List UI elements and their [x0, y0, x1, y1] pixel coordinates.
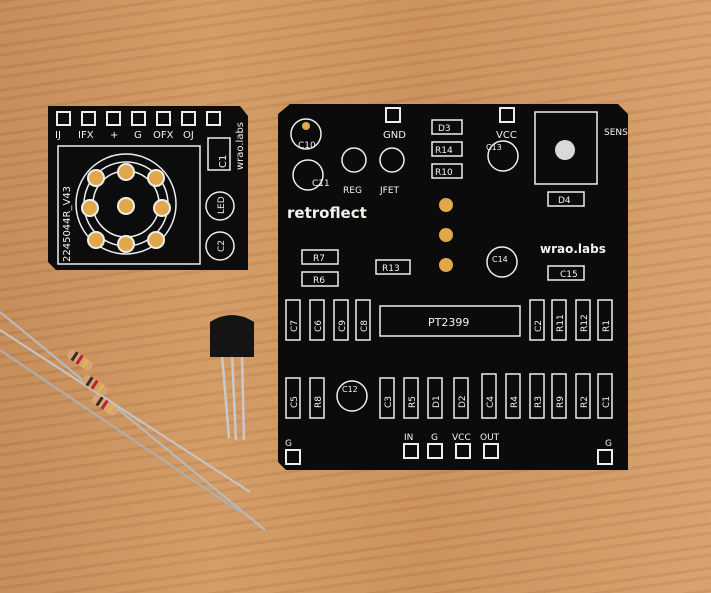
label-r13: R13 [382, 264, 400, 274]
label-vcc: VCC [496, 130, 517, 141]
label-r12: R12 [580, 314, 590, 332]
label-c7: C7 [290, 320, 300, 332]
pad-label-g-left: G [285, 439, 292, 449]
label-c11: C11 [312, 179, 330, 189]
label-c3: C3 [384, 396, 394, 408]
label-r9: R9 [556, 396, 566, 408]
resistor-3 [92, 394, 118, 416]
label-c15: C15 [560, 270, 578, 280]
label-r11: R11 [556, 314, 566, 332]
label-r4: R4 [510, 396, 520, 408]
small-pcb-pin-pads [56, 111, 221, 126]
label-c6: C6 [314, 320, 324, 332]
label-c5: C5 [290, 396, 300, 408]
label-r1: R1 [602, 320, 612, 332]
small-cap-label-c1: C1 [218, 155, 229, 168]
chip-label: PT2399 [428, 316, 469, 329]
board-title: retroflect [287, 204, 367, 222]
label-r14: R14 [435, 146, 453, 156]
label-r3: R3 [534, 396, 544, 408]
small-pin-label-ofx: OFX [153, 130, 174, 141]
main-pcb: GND VCC D3 R14 R10 C10 C11 REG JFET C13 … [278, 104, 628, 470]
label-jfet: JFET [379, 186, 400, 196]
label-c12: C12 [342, 385, 358, 394]
label-sens: SENS [604, 128, 628, 138]
label-c13: C13 [486, 143, 502, 152]
pad-label-g: G [431, 433, 438, 443]
label-r8: R8 [314, 396, 324, 408]
small-pcb: IJ IFX + G OFX OJ 2245044R_V43 C1 wrao.l… [48, 106, 248, 270]
board-brand: wrao.labs [540, 242, 606, 256]
label-c4: C4 [486, 396, 496, 408]
label-c1: C1 [602, 396, 612, 408]
label-r6: R6 [313, 276, 325, 286]
pad-label-in: IN [404, 433, 413, 443]
label-c14: C14 [492, 255, 508, 264]
small-board-code: 2245044R_V43 [62, 186, 73, 262]
label-d1: D1 [432, 395, 442, 408]
label-c2: C2 [534, 320, 544, 332]
transistor [210, 315, 254, 441]
small-pin-label-ij: IJ [55, 130, 61, 141]
pad-label-g-right: G [605, 439, 612, 449]
small-pin-label-g: G [134, 130, 142, 141]
resistor-2 [82, 374, 108, 396]
small-pin-label-oj: OJ [183, 130, 194, 141]
label-d4: D4 [558, 196, 571, 206]
pad-label-out: OUT [480, 433, 500, 443]
label-r5: R5 [408, 396, 418, 408]
label-r10: R10 [435, 168, 453, 178]
label-c8: C8 [360, 320, 370, 332]
label-gnd: GND [383, 130, 406, 141]
label-d2: D2 [458, 395, 468, 408]
label-r7: R7 [313, 254, 325, 264]
small-pin-label-plus: + [110, 130, 118, 141]
footswitch-footprint [75, 153, 177, 255]
small-cap-label-c2: C2 [217, 240, 227, 252]
label-d3: D3 [438, 124, 451, 134]
pad-label-vcc: VCC [452, 433, 471, 443]
resistors-with-leads [0, 311, 266, 531]
label-reg: REG [343, 186, 362, 196]
label-r2: R2 [580, 396, 590, 408]
label-c9: C9 [338, 320, 348, 332]
resistor-1 [67, 349, 93, 371]
small-pin-label-ifx: IFX [78, 130, 94, 141]
small-board-brand: wrao.labs [235, 122, 246, 170]
label-c10: C10 [298, 141, 316, 151]
small-led-label: LED [217, 196, 227, 214]
